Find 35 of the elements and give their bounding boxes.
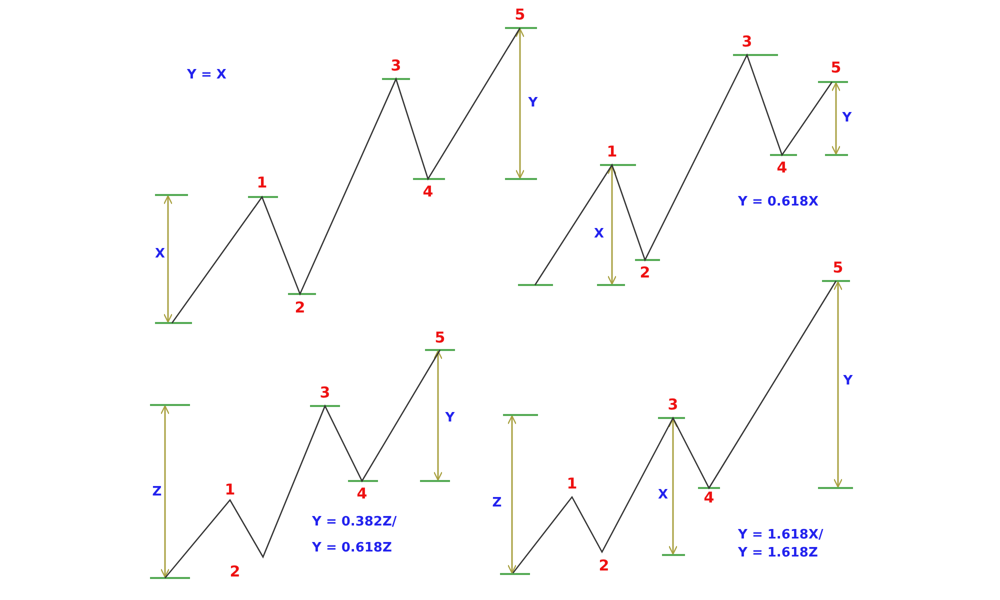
measure-label: Y bbox=[843, 374, 853, 388]
wave-number: 1 bbox=[606, 144, 618, 160]
ratio-formula: Y = 0.618Z bbox=[312, 542, 392, 554]
ratio-formula: Y = 0.618X bbox=[738, 196, 819, 208]
wave-number: 2 bbox=[294, 300, 306, 316]
wave-number: 5 bbox=[832, 260, 844, 276]
ratio-formula: Y = 1.618X/ bbox=[738, 528, 824, 542]
wave-number: 4 bbox=[356, 486, 368, 502]
wave-number: 2 bbox=[640, 266, 650, 280]
measure-label: X bbox=[154, 248, 166, 260]
measure-label: X bbox=[658, 488, 668, 502]
measure-label: Y bbox=[445, 412, 455, 424]
wave-number: 5 bbox=[514, 8, 526, 22]
ratio-formula: Y = 0.382Z/ bbox=[312, 516, 397, 528]
ratio-formula: Y = 1.618Z bbox=[738, 546, 818, 560]
wave-number: 3 bbox=[742, 34, 752, 50]
wave-number: 1 bbox=[566, 476, 578, 492]
wave-number: 4 bbox=[776, 160, 788, 176]
wave-number: 2 bbox=[230, 564, 240, 580]
wave-number: 4 bbox=[704, 490, 714, 506]
wave-number: 4 bbox=[422, 184, 434, 200]
measure-label: Y bbox=[842, 112, 852, 124]
wave-number: 3 bbox=[320, 386, 330, 400]
wave-number: 1 bbox=[256, 176, 268, 190]
measure-label: Y bbox=[528, 96, 538, 110]
wave-number: 3 bbox=[390, 58, 402, 74]
wave-number: 1 bbox=[224, 482, 236, 498]
wave-number: 2 bbox=[598, 558, 610, 574]
wave-number: 5 bbox=[830, 60, 842, 76]
measure-label: Z bbox=[152, 486, 162, 498]
measure-label: X bbox=[594, 228, 604, 240]
ratio-formula: Y = X bbox=[187, 68, 226, 82]
wave-number: 5 bbox=[434, 330, 446, 346]
wave-number: 3 bbox=[668, 398, 678, 412]
measure-label: Z bbox=[492, 496, 502, 510]
